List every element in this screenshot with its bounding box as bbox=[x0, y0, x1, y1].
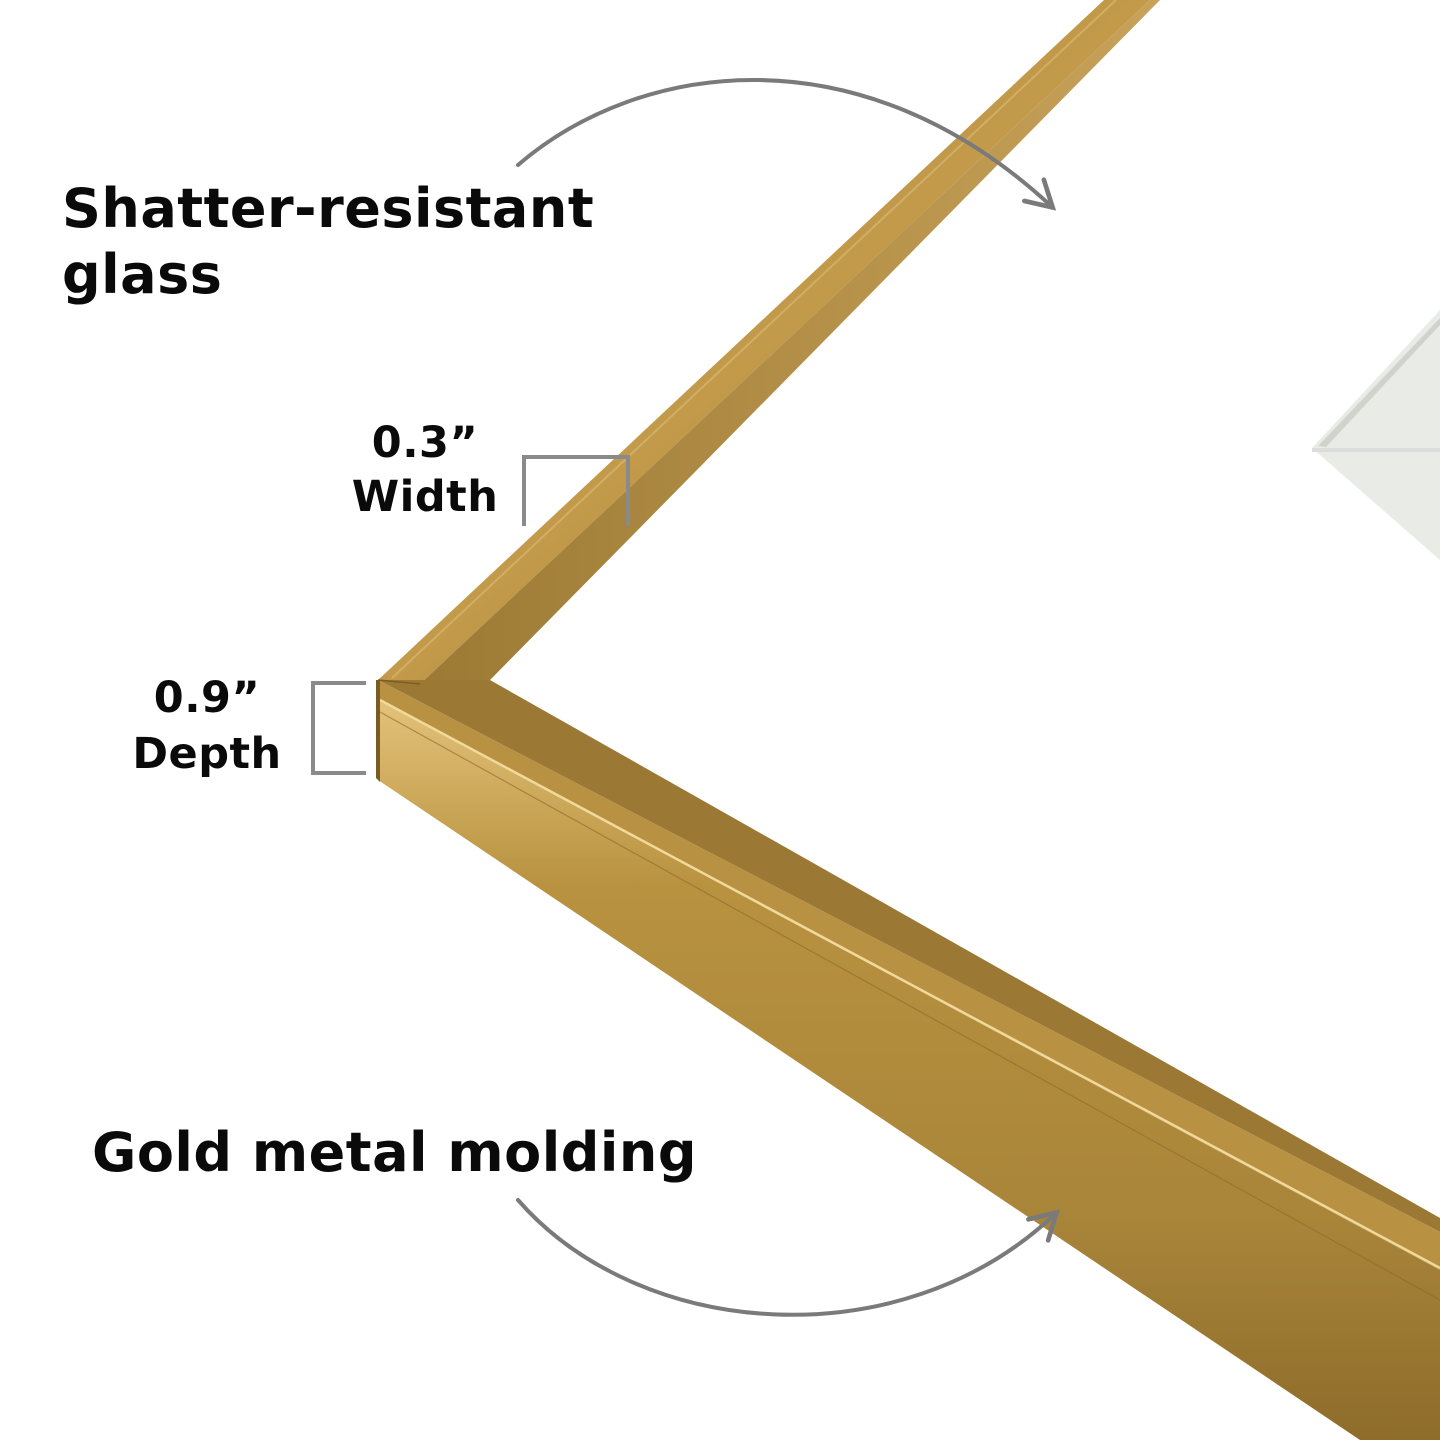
curved-arrow-icon bbox=[516, 78, 1057, 211]
width-callout: 0.3” Width bbox=[330, 416, 520, 524]
width-value: 0.3” bbox=[371, 418, 479, 468]
depth-callout: 0.9” Depth bbox=[112, 670, 302, 782]
width-bracket-icon bbox=[522, 455, 630, 526]
glass-callout: Shatter-resistant glass bbox=[62, 176, 594, 308]
molding-text: Gold metal molding bbox=[92, 1121, 697, 1184]
inner-photo-edge bbox=[1312, 310, 1440, 560]
glass-callout-line1: Shatter-resistant bbox=[62, 177, 595, 240]
glass-callout-line2: glass bbox=[62, 243, 223, 306]
depth-value: 0.9” bbox=[153, 673, 261, 723]
depth-bracket-icon bbox=[311, 681, 366, 775]
frame-bottom-rail bbox=[376, 679, 1440, 1440]
width-label: Width bbox=[351, 472, 499, 522]
depth-label: Depth bbox=[132, 729, 282, 779]
frame-top-rail bbox=[378, 0, 1160, 684]
molding-callout: Gold metal molding bbox=[92, 1120, 697, 1186]
curved-arrow-icon bbox=[516, 1198, 1061, 1317]
